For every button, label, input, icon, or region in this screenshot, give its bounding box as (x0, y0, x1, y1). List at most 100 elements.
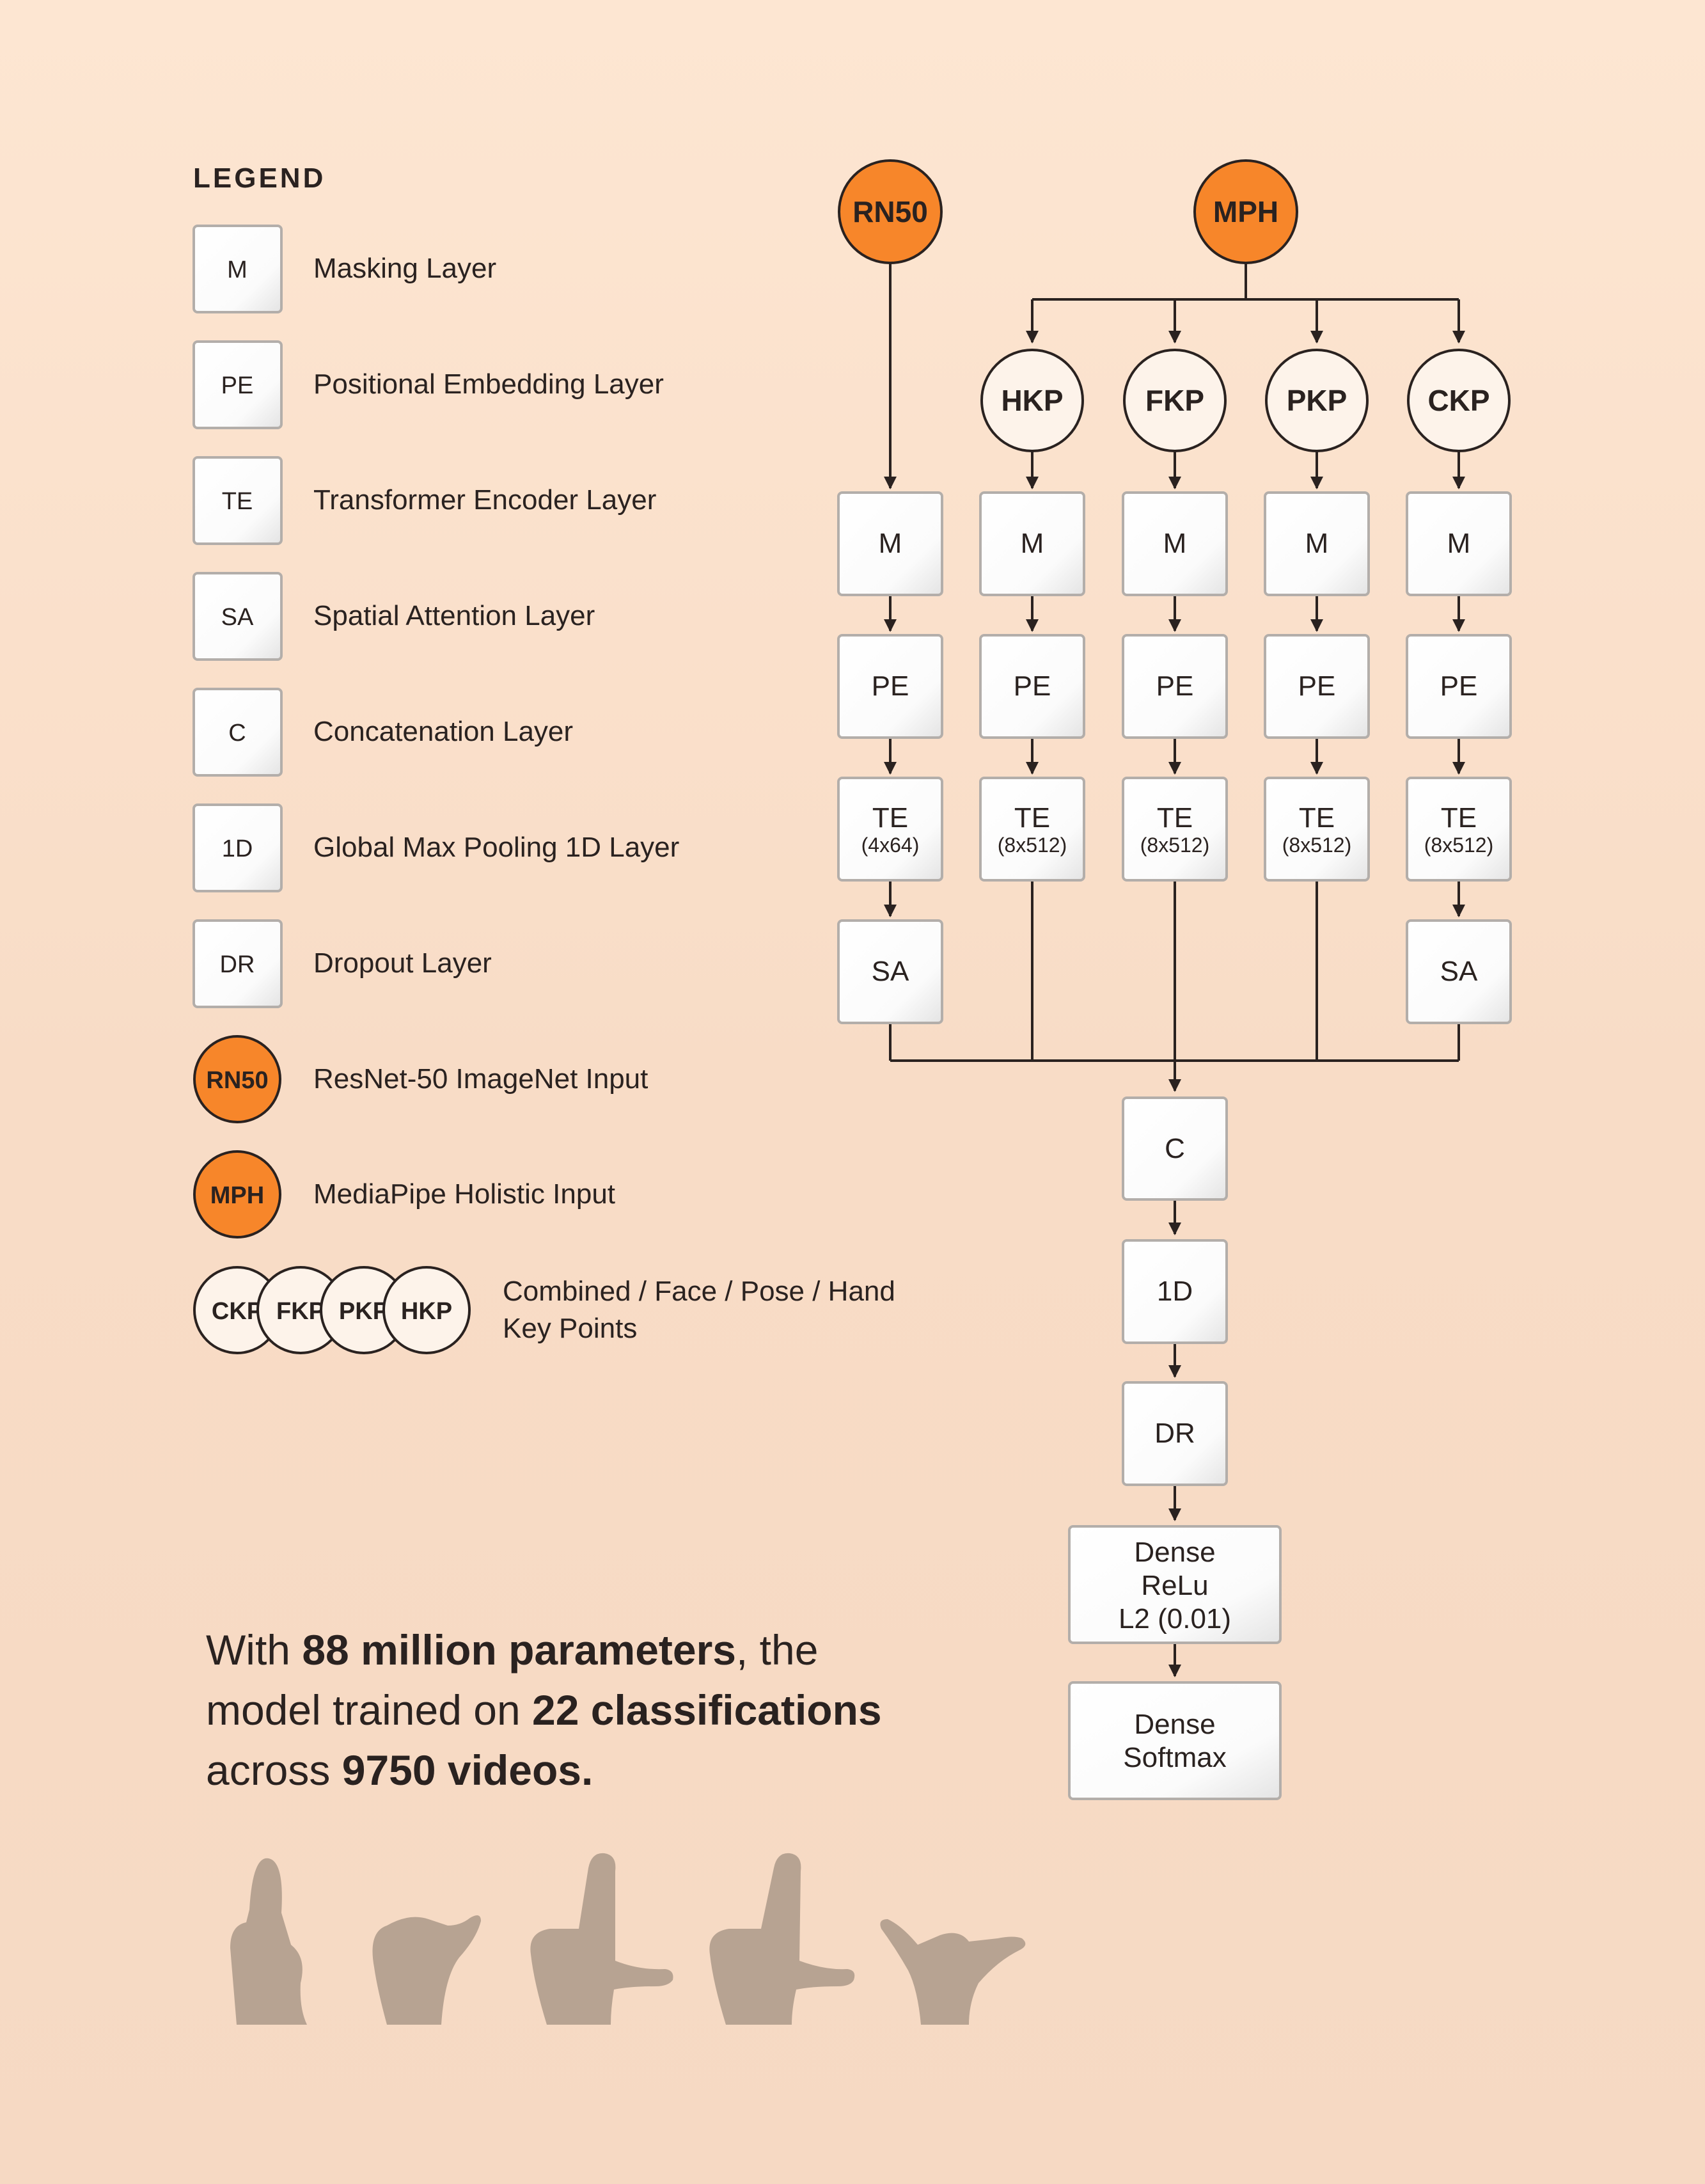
summary-line1-bold: 88 million parameters (302, 1626, 736, 1674)
legend-keypoint-abbr: CKP (212, 1298, 263, 1325)
legend-item-masking: M Masking Layer (192, 225, 496, 313)
te-layer-ckp: TE (8x512) (1406, 777, 1512, 882)
connectors (884, 263, 1465, 1677)
legend-item-positional-embedding: PE Positional Embedding Layer (192, 340, 664, 429)
legend-abbr: RN50 (206, 1067, 268, 1094)
keypoint-node-label: CKP (1427, 384, 1489, 417)
y-shape-hand-icon (880, 1919, 1026, 2025)
input-node-label: MPH (1213, 195, 1278, 228)
crossed-fingers-hand-icon (230, 1858, 307, 2025)
svg-text:With 88 million parameters, th: With 88 million parameters, the (206, 1626, 818, 1674)
legend-item-spatial-attention: SA Spatial Attention Layer (192, 572, 595, 661)
mask-layer-pkp: M (1264, 491, 1370, 596)
dense-line-2: Softmax (1123, 1742, 1226, 1773)
pe-layer-rn50: PE (837, 634, 943, 739)
legend-title: LEGEND (193, 162, 326, 194)
layer-label: SA (872, 956, 909, 987)
dense-relu-layer: Dense ReLu L2 (0.01) (1068, 1525, 1282, 1644)
layer-label: TE (1014, 802, 1050, 834)
legend-label: Global Max Pooling 1D Layer (313, 832, 679, 863)
summary-line3-bold: 9750 videos. (342, 1746, 593, 1794)
pool-layer: 1D (1122, 1239, 1228, 1344)
layer-label: TE (1157, 802, 1193, 834)
dense-line-1: Dense (1134, 1709, 1215, 1740)
thumb-hand-icon (372, 1915, 481, 2025)
legend-abbr: MPH (210, 1182, 264, 1209)
te-layer-rn50: TE (4x64) (837, 777, 943, 882)
layer-label: C (1165, 1133, 1185, 1164)
encoder-dim: (8x512) (1424, 834, 1494, 857)
layer-label: TE (1441, 802, 1477, 834)
encoder-dim: (8x512) (998, 834, 1067, 857)
layer-label: M (1163, 528, 1187, 559)
layer-label: SA (1440, 956, 1478, 987)
legend-keypoint-label-2: Key Points (503, 1313, 637, 1344)
layer-label: DR (1154, 1418, 1195, 1449)
legend-label: ResNet-50 ImageNet Input (313, 1063, 648, 1095)
legend-keypoint-abbr: PKP (339, 1298, 389, 1325)
layer-label: PE (1440, 670, 1478, 702)
legend-item-mediapipe-input: MPH MediaPipe Holistic Input (193, 1150, 615, 1238)
svg-text:across 9750 videos.: across 9750 videos. (206, 1746, 593, 1794)
mask-layer-fkp: M (1122, 491, 1228, 596)
layer-label: PE (1014, 670, 1051, 702)
keypoint-node-label: PKP (1287, 384, 1348, 417)
hand-icons (230, 1853, 1026, 2025)
layer-label: TE (1299, 802, 1335, 834)
concat-layer: C (1122, 1096, 1228, 1201)
legend-item-resnet-input: RN50 ResNet-50 ImageNet Input (193, 1035, 648, 1123)
summary-line1-post: , the (736, 1626, 818, 1674)
keypoint-node-pkp: PKP (1265, 349, 1369, 452)
layer-label: M (1021, 528, 1044, 559)
input-node-rn50: RN50 (838, 159, 943, 264)
legend-abbr: 1D (222, 835, 253, 862)
layer-label: M (1447, 528, 1471, 559)
legend-label: Masking Layer (313, 253, 496, 284)
legend-keypoint-abbr: FKP (276, 1298, 325, 1325)
legend-keypoint-label-1: Combined / Face / Pose / Hand (503, 1276, 895, 1307)
pe-layer-hkp: PE (979, 634, 1085, 739)
legend-abbr: M (227, 257, 248, 283)
legend-label: Transformer Encoder Layer (313, 484, 656, 516)
keypoint-node-ckp: CKP (1407, 349, 1511, 452)
te-layer-pkp: TE (8x512) (1264, 777, 1370, 882)
layer-label: M (879, 528, 902, 559)
input-node-mph: MPH (1193, 159, 1298, 264)
layer-label: M (1305, 528, 1329, 559)
legend-keypoint-abbr: HKP (401, 1298, 452, 1325)
layer-label: 1D (1157, 1276, 1193, 1307)
dense-line-2: ReLu (1141, 1570, 1208, 1601)
dense-softmax-layer: Dense Softmax (1068, 1681, 1282, 1800)
pe-layer-pkp: PE (1264, 634, 1370, 739)
layer-label: PE (1298, 670, 1336, 702)
legend-label: Spatial Attention Layer (313, 600, 595, 631)
dense-line-3: L2 (0.01) (1119, 1603, 1231, 1634)
keypoint-node-label: HKP (1001, 384, 1063, 417)
legend-item-global-max-pooling: 1D Global Max Pooling 1D Layer (192, 803, 679, 892)
pe-layer-fkp: PE (1122, 634, 1228, 739)
legend-label: Dropout Layer (313, 947, 492, 979)
keypoint-node-hkp: HKP (980, 349, 1084, 452)
legend-abbr: SA (221, 604, 254, 631)
layer-label: PE (872, 670, 909, 702)
encoder-dim: (8x512) (1282, 834, 1352, 857)
keypoint-node-fkp: FKP (1123, 349, 1227, 452)
l-shape-hand-icon (709, 1853, 855, 2025)
summary-text: With 88 million parameters, the model tr… (206, 1626, 882, 1794)
summary-line3-pre: across (206, 1746, 342, 1794)
keypoint-node-label: FKP (1145, 384, 1204, 417)
legend-abbr: TE (222, 488, 253, 515)
legend-label: MediaPipe Holistic Input (313, 1178, 615, 1210)
summary-line1-pre: With (206, 1626, 302, 1674)
svg-text:model trained on 22 classifica: model trained on 22 classifications (206, 1686, 882, 1734)
te-layer-hkp: TE (8x512) (979, 777, 1085, 882)
sa-layer-ckp: SA (1406, 919, 1512, 1024)
legend-abbr: C (228, 720, 246, 747)
legend-item-keypoints: CKP FKP PKP HKP Combined / Face / Pose /… (193, 1266, 895, 1354)
mask-layer-hkp: M (979, 491, 1085, 596)
mask-layer-ckp: M (1406, 491, 1512, 596)
legend-label: Concatenation Layer (313, 716, 573, 747)
summary-line2-bold: 22 classifications (532, 1686, 882, 1734)
dropout-layer: DR (1122, 1381, 1228, 1486)
